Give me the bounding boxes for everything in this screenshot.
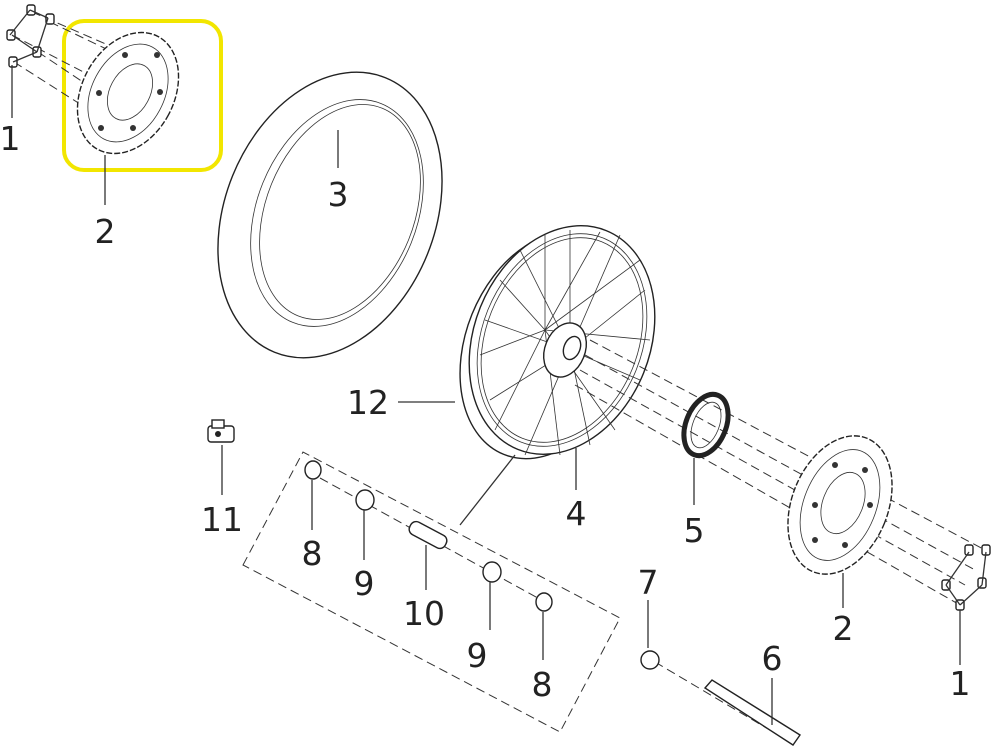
bolts-left[interactable] bbox=[6, 4, 151, 118]
callout-12[interactable]: 12 bbox=[347, 383, 389, 422]
selection-highlight[interactable] bbox=[62, 19, 223, 172]
callout-11[interactable]: 11 bbox=[201, 500, 243, 539]
callout-9-left[interactable]: 9 bbox=[354, 564, 375, 603]
callout-4[interactable]: 4 bbox=[566, 494, 587, 533]
callout-8-left[interactable]: 8 bbox=[302, 534, 323, 573]
callout-10[interactable]: 10 bbox=[403, 594, 445, 633]
tire[interactable] bbox=[177, 38, 483, 391]
brake-disc-left[interactable] bbox=[57, 15, 198, 205]
wheel-speed-sensor[interactable] bbox=[207, 419, 235, 495]
bearing-kit[interactable] bbox=[242, 451, 621, 733]
spoked-wheel[interactable] bbox=[398, 198, 986, 606]
bolts-right[interactable] bbox=[941, 544, 991, 665]
callout-2-left[interactable]: 2 bbox=[95, 212, 116, 251]
callout-2-right[interactable]: 2 bbox=[833, 609, 854, 648]
callout-1-right[interactable]: 1 bbox=[950, 664, 971, 703]
callout-8-right[interactable]: 8 bbox=[532, 665, 553, 704]
callout-6[interactable]: 6 bbox=[762, 639, 783, 678]
callout-9-right[interactable]: 9 bbox=[467, 636, 488, 675]
callout-7[interactable]: 7 bbox=[638, 563, 659, 602]
callout-3[interactable]: 3 bbox=[328, 175, 349, 214]
axle-assembly[interactable] bbox=[640, 600, 801, 746]
brake-disc-right[interactable] bbox=[769, 420, 912, 608]
callout-5[interactable]: 5 bbox=[684, 511, 705, 550]
callout-1-left[interactable]: 1 bbox=[0, 119, 21, 158]
tone-ring[interactable] bbox=[675, 388, 736, 505]
